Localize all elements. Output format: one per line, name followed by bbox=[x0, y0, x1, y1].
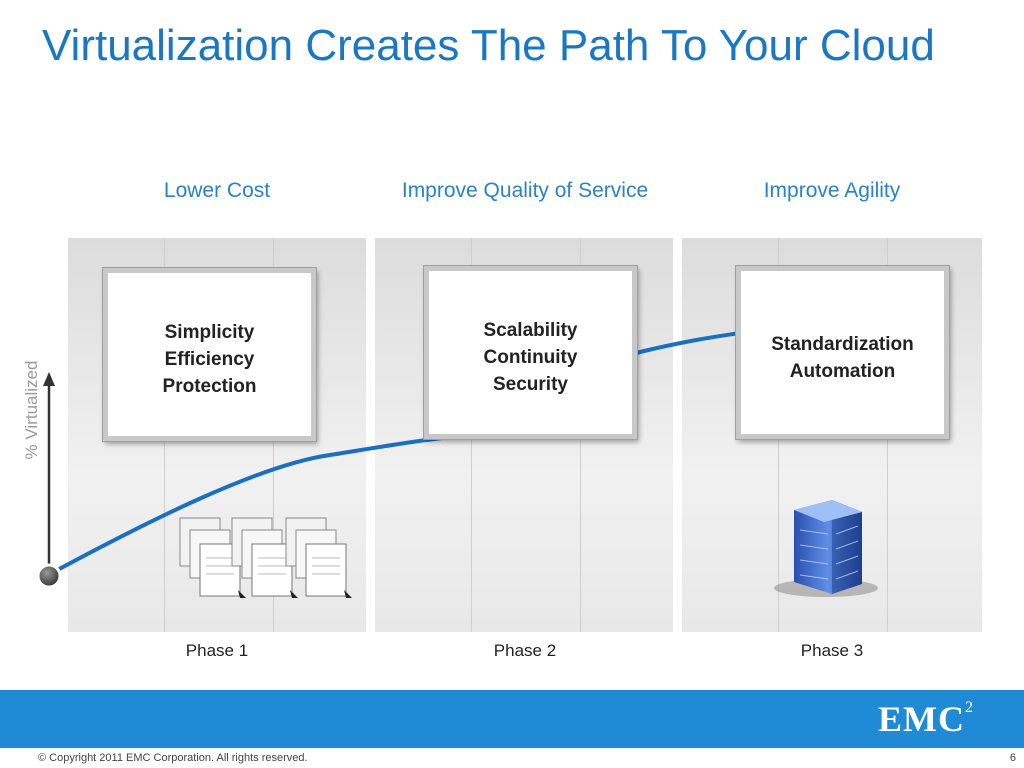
slide-title: Virtualization Creates The Path To Your … bbox=[42, 21, 935, 70]
phase-1-label: Phase 1 bbox=[185, 641, 249, 660]
card-line: Protection bbox=[162, 376, 257, 397]
phase-2-label: Phase 2 bbox=[493, 641, 557, 660]
logo-superscript: 2 bbox=[965, 699, 974, 716]
card-line: Standardization bbox=[771, 334, 914, 355]
page-number: 6 bbox=[1009, 752, 1016, 764]
card-line: Simplicity bbox=[164, 322, 255, 343]
footer-bar: EMC2 bbox=[0, 690, 1024, 748]
curve-origin-dot bbox=[36, 563, 62, 589]
phase-2-card: Scalability Continuity Security bbox=[424, 266, 637, 439]
phase-3-label: Phase 3 bbox=[800, 641, 864, 660]
column-header-quality-of-service: Improve Quality of Service bbox=[401, 179, 649, 202]
card-line: Automation bbox=[789, 361, 896, 382]
card-line: Continuity bbox=[483, 347, 578, 368]
emc-logo: EMC2 bbox=[878, 698, 974, 740]
card-line: Scalability bbox=[483, 320, 578, 341]
y-axis-arrowhead bbox=[43, 372, 55, 386]
copyright-notice: © Copyright 2011 EMC Corporation. All ri… bbox=[38, 752, 308, 764]
phase-1-card: Simplicity Efficiency Protection bbox=[103, 268, 316, 441]
card-line: Security bbox=[493, 374, 568, 395]
column-header-agility: Improve Agility bbox=[763, 179, 901, 202]
logo-text: EMC bbox=[878, 699, 965, 739]
column-header-lower-cost: Lower Cost bbox=[163, 179, 271, 202]
phase-3-card: Standardization Automation bbox=[736, 266, 949, 439]
y-axis-label: % Virtualized bbox=[22, 360, 41, 460]
card-line: Efficiency bbox=[164, 349, 255, 370]
